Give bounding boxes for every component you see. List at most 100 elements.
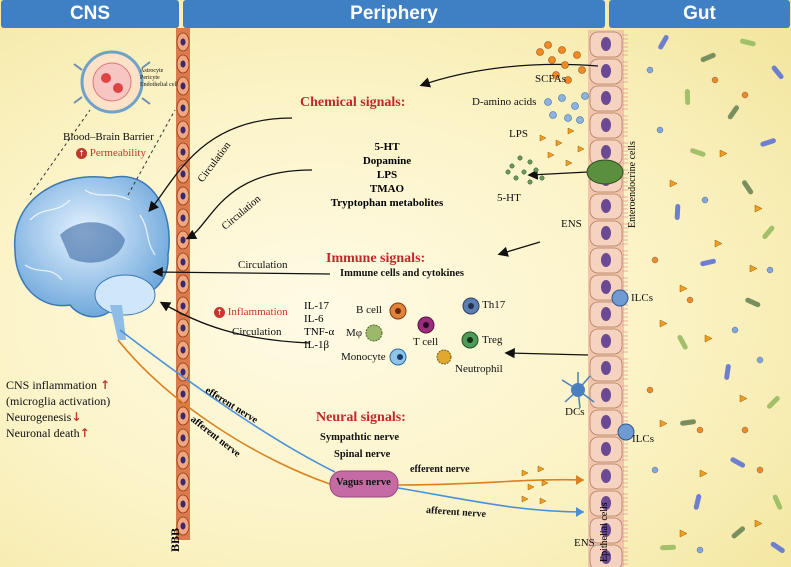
bacterium: [658, 34, 669, 50]
amino-acid-particle: [558, 94, 566, 102]
spinal-label: Spinal nerve: [334, 449, 391, 460]
bbb-detail-labels: Astrocyte Pericyte Endothelial cell: [140, 68, 178, 89]
vessel-nucleus: [180, 258, 186, 266]
circulation-label-3: Circulation: [238, 259, 288, 271]
bbb-side-label: BBB: [168, 527, 182, 552]
vessel-nucleus: [180, 324, 186, 332]
amino-acid-particle: [564, 114, 572, 122]
circulation-label-4: Circulation: [232, 326, 282, 338]
bacterium: [770, 541, 785, 553]
vagus-label: Vagus nerve: [336, 477, 391, 488]
lps-particle: [541, 479, 549, 487]
cytokine-il17: IL-17: [304, 300, 330, 312]
vessel-nucleus: [180, 148, 186, 156]
ilcs-label-bottom: ILCs: [632, 433, 654, 445]
5ht-label: 5-HT: [497, 192, 521, 204]
amino-acid-particle: [576, 116, 584, 124]
pericyte-label: Pericyte: [140, 75, 160, 81]
lps-particle: [539, 497, 547, 505]
vessel-nucleus: [180, 214, 186, 222]
epithelial-nucleus: [601, 496, 611, 510]
lps-particle: [659, 419, 668, 428]
serotonin-particle: [521, 169, 527, 175]
vessel-nucleus: [180, 38, 186, 46]
inflammation-row: ↑ Inflammation: [214, 306, 288, 318]
epithelial-nucleus: [601, 523, 611, 537]
scfa-particle: [548, 56, 556, 64]
chemical-signals-title: Chemical signals:: [300, 95, 406, 110]
serotonin-particle: [505, 169, 511, 175]
metabolite-particle: [686, 296, 694, 304]
chem-tmao: TMAO: [369, 183, 405, 195]
epithelial-nucleus: [601, 64, 611, 78]
metabolite-particle: [651, 466, 659, 474]
vessel-nucleus: [180, 434, 186, 442]
metabolite-particle: [766, 266, 774, 274]
immune-signals-title: Immune signals:: [326, 251, 426, 266]
up-arrow-icon: [80, 426, 90, 440]
scfa-particle: [552, 71, 560, 79]
metabolite-particle: [646, 386, 654, 394]
tcell-label: T cell: [413, 336, 439, 348]
epithelial-nucleus: [601, 226, 611, 240]
chem-5ht: 5-HT: [374, 141, 400, 153]
bacterium: [742, 180, 754, 195]
cns-effect-4: Neuronal death: [6, 425, 110, 441]
epithelial-nucleus: [601, 334, 611, 348]
epithelial-nucleus: [601, 118, 611, 132]
bacterium: [745, 297, 761, 308]
increase-icon: ↑: [76, 147, 87, 159]
up-arrow-icon: [100, 378, 110, 392]
epithelial-nucleus: [601, 415, 611, 429]
epithelial-nucleus: [601, 361, 611, 375]
lps-particle: [754, 204, 763, 213]
treg-label: Treg: [482, 334, 503, 346]
vessel-nucleus: [180, 522, 186, 530]
vessel-nucleus: [180, 302, 186, 310]
cns-effects: CNS inflammation (microglia activation) …: [6, 377, 110, 441]
gut-immune-cells: [561, 289, 635, 441]
serotonin-particle: [517, 155, 523, 161]
chem-lps: LPS: [376, 169, 398, 181]
cytokine-il1b: IL-1β: [304, 339, 330, 351]
bbb-title: Blood–Brain Barrier: [63, 131, 154, 143]
metabolite-particle: [701, 196, 709, 204]
serotonin-particle: [533, 167, 539, 173]
neuronal-death-text: Neuronal death: [6, 426, 80, 440]
endothelial-label: Endothelial cell: [140, 82, 178, 88]
epithelial-nucleus: [601, 91, 611, 105]
scfas-label: SCFAs: [535, 73, 566, 85]
lps-particle: [565, 159, 573, 167]
amino-acid-particle: [571, 102, 579, 110]
neutrophil-label: Neutrophil: [455, 363, 503, 375]
bacterium: [680, 419, 697, 426]
metabolite-particle: [646, 66, 654, 74]
brain-illustration: [14, 109, 176, 340]
ens-label-top: ENS: [561, 218, 582, 230]
lps-particle: [555, 139, 563, 147]
serotonin-particle: [527, 179, 533, 185]
scfa-particle: [544, 41, 552, 49]
serotonin-particle: [509, 163, 515, 169]
lps-particle: [537, 465, 545, 473]
metabolite-particle: [756, 466, 764, 474]
cns-effect-2: (microglia activation): [6, 394, 111, 408]
vessel-nucleus: [180, 368, 186, 376]
cns-effect-3: Neurogenesis: [6, 409, 110, 425]
vessel-nucleus: [180, 82, 186, 90]
bacterium: [677, 334, 688, 350]
bacterium: [771, 65, 784, 80]
chem-tryptophan: Tryptophan metabolites: [330, 197, 444, 209]
vessel-nucleus: [180, 346, 186, 354]
scfa-particle: [564, 76, 572, 84]
macrophage-label: Mφ: [346, 327, 363, 339]
metabolite-particle: [656, 126, 664, 134]
vessel-nucleus: [180, 280, 186, 288]
chemical-list: 5-HT Dopamine LPS TMAO Tryptophan metabo…: [312, 140, 462, 210]
ens-label-bottom: ENS: [574, 537, 595, 549]
lps-particle: [714, 239, 723, 248]
vessel-nucleus: [180, 236, 186, 244]
lps-particle: [704, 334, 713, 343]
